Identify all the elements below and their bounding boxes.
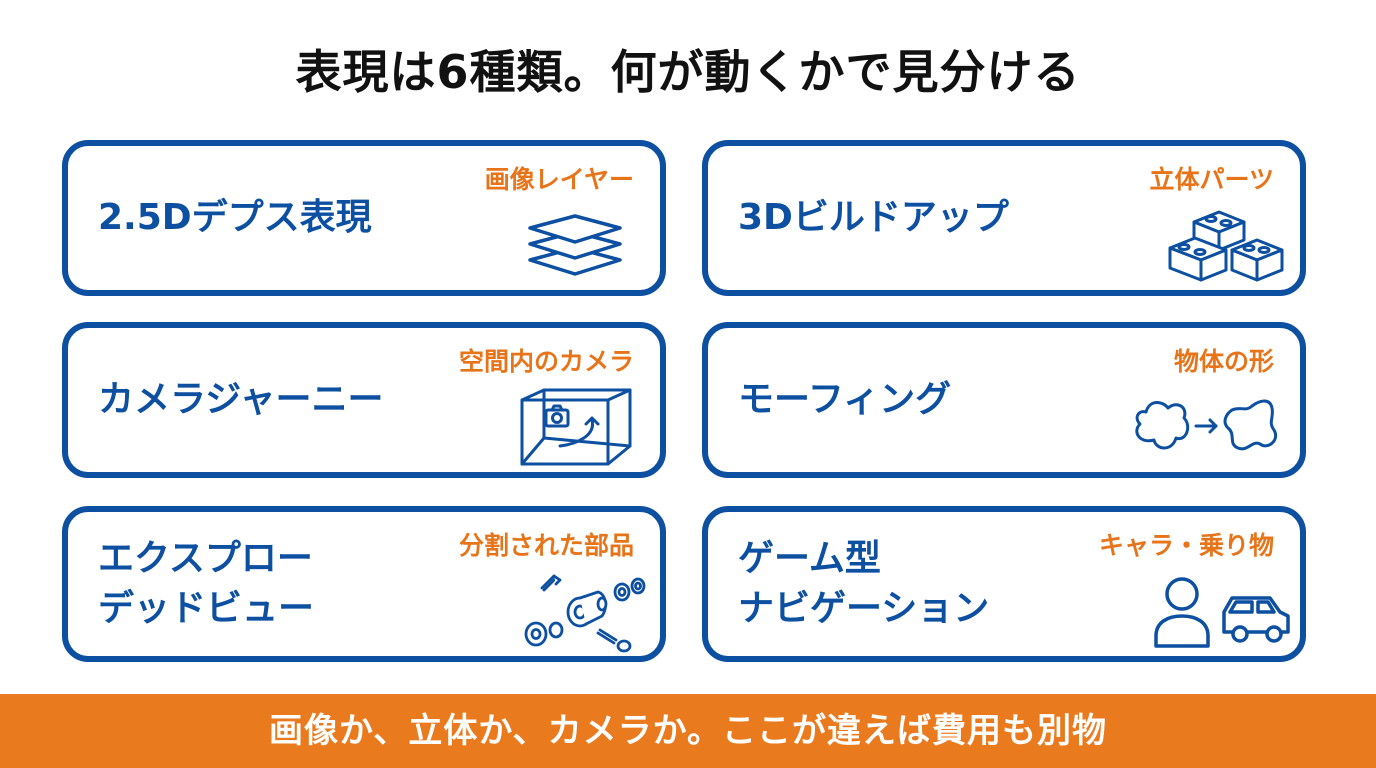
- card-title-line: エクスプロー: [98, 537, 313, 579]
- card-2-5d-depth: 2.5Dデプス表現 画像レイヤー: [62, 140, 666, 296]
- card-title-line: ナビゲーション: [738, 588, 990, 629]
- card-game-navigation: ゲーム型 ナビゲーション キャラ・乗り物: [702, 506, 1306, 662]
- card-title-line: カメラジャーニー: [98, 378, 384, 420]
- card-camera-journey: カメラジャーニー 空間内のカメラ: [62, 322, 666, 478]
- card-exploded-view: エクスプロー デッドビュー 分割された部品: [62, 506, 666, 662]
- character-vehicle-icon: [1154, 577, 1290, 648]
- blocks-icon: [1168, 210, 1284, 282]
- card-morphing: モーフィング 物体の形: [702, 322, 1306, 478]
- card-title: カメラジャーニー: [98, 328, 383, 472]
- card-title: ゲーム型 ナビゲーション: [738, 512, 989, 656]
- card-title-line: ゲーム型: [738, 537, 881, 579]
- card-title: 2.5Dデプス表現: [98, 146, 372, 290]
- page-title: 表現は6種類。何が動くかで見分ける: [295, 45, 1081, 99]
- card-title-line: 2.5Dデプス表現: [98, 196, 372, 238]
- exploded-parts-icon: [524, 574, 646, 653]
- card-title-line: 3Dビルドアップ: [738, 196, 1009, 238]
- layers-icon: [528, 214, 622, 276]
- card-title: 3Dビルドアップ: [738, 146, 1009, 290]
- card-title-line: デッドビュー: [98, 588, 315, 629]
- card-tag: 画像レイヤー: [484, 165, 634, 194]
- card-title: モーフィング: [738, 328, 951, 472]
- card-title: エクスプロー デッドビュー: [98, 512, 314, 656]
- card-3d-buildup: 3Dビルドアップ 立体パーツ: [702, 140, 1306, 296]
- card-tag: キャラ・乗り物: [1098, 531, 1274, 560]
- card-tag: 立体パーツ: [1149, 165, 1274, 194]
- card-tag: 分割された部品: [458, 531, 634, 560]
- card-title-line: モーフィング: [738, 378, 952, 420]
- card-tag: 空間内のカメラ: [458, 347, 634, 376]
- card-tag: 物体の形: [1173, 347, 1274, 376]
- camera-in-room-icon: [520, 388, 632, 466]
- footer-banner: 画像か、立体か、カメラか。ここが違えば費用も別物: [0, 694, 1376, 768]
- shape-morph-icon: [1135, 399, 1277, 451]
